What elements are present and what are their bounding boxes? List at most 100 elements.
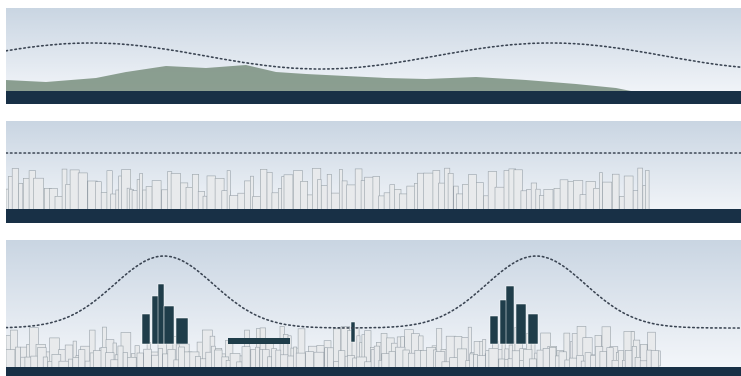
- building: [327, 347, 334, 369]
- building: [389, 184, 395, 212]
- building: [526, 189, 532, 212]
- dark-tower: [489, 315, 499, 345]
- dotted-height-profile: [6, 255, 741, 329]
- building: [267, 356, 273, 369]
- building: [650, 350, 660, 369]
- building: [599, 172, 603, 212]
- building: [162, 353, 169, 369]
- building: [6, 349, 16, 369]
- terrain-hills: [6, 65, 646, 96]
- building: [646, 349, 652, 369]
- building: [139, 173, 143, 212]
- foreground-buildings: [6, 345, 660, 369]
- building: [624, 350, 633, 369]
- building: [110, 359, 119, 369]
- water-strip: [6, 209, 741, 223]
- building: [456, 193, 464, 212]
- building: [338, 350, 346, 369]
- building: [639, 360, 648, 369]
- dark-tower: [505, 285, 515, 345]
- building: [225, 360, 231, 369]
- dark-tower: [527, 313, 539, 345]
- building: [473, 354, 479, 369]
- building: [469, 353, 474, 369]
- building: [599, 351, 607, 369]
- building: [477, 355, 486, 369]
- building: [68, 358, 73, 369]
- building: [58, 360, 69, 369]
- building: [645, 170, 650, 212]
- building: [326, 173, 332, 212]
- building: [417, 172, 425, 212]
- building: [634, 357, 641, 369]
- building: [364, 176, 375, 212]
- building: [637, 167, 643, 212]
- building: [407, 352, 416, 369]
- building: [388, 351, 396, 369]
- building: [370, 349, 375, 369]
- dark-tower: [175, 317, 189, 345]
- dark-low-band: [228, 338, 290, 344]
- panel-terrain: [6, 8, 741, 104]
- building: [77, 172, 88, 212]
- building: [151, 180, 162, 212]
- building: [423, 172, 434, 212]
- building: [559, 179, 569, 212]
- building: [381, 353, 390, 369]
- building: [131, 190, 138, 212]
- building: [136, 352, 144, 369]
- dark-tower: [157, 283, 165, 345]
- building: [255, 346, 260, 369]
- dark-tower: [515, 303, 527, 345]
- building: [611, 173, 620, 212]
- building: [178, 346, 185, 369]
- building: [280, 354, 289, 369]
- building: [488, 348, 499, 369]
- two-peak-city-skyline-illustration: [6, 240, 741, 376]
- water-strip: [6, 91, 741, 104]
- building: [170, 173, 181, 212]
- building: [313, 351, 325, 369]
- building: [158, 348, 163, 369]
- building: [195, 356, 201, 369]
- panel-uniform-city: [6, 121, 741, 223]
- building: [447, 172, 454, 212]
- building: [549, 347, 557, 369]
- building: [127, 357, 137, 369]
- building: [529, 358, 537, 369]
- building: [241, 346, 251, 369]
- terrain-skyline-illustration: [6, 8, 741, 104]
- building: [494, 186, 505, 212]
- building: [456, 348, 467, 369]
- building: [341, 180, 348, 212]
- building: [538, 195, 545, 212]
- building: [542, 348, 550, 369]
- building: [330, 192, 341, 212]
- building: [202, 195, 208, 212]
- building: [305, 351, 314, 369]
- building: [623, 175, 634, 212]
- building: [11, 168, 19, 212]
- dark-tower: [141, 313, 151, 345]
- building: [260, 168, 268, 212]
- building: [467, 174, 477, 212]
- building: [584, 352, 592, 369]
- building: [283, 174, 294, 212]
- building: [602, 181, 613, 212]
- building: [33, 177, 44, 212]
- building: [317, 179, 322, 212]
- building: [95, 181, 102, 212]
- building: [78, 349, 86, 369]
- building: [214, 349, 223, 369]
- building: [300, 181, 308, 212]
- building: [475, 182, 484, 212]
- building: [275, 349, 282, 369]
- building: [117, 345, 124, 369]
- uniform-city-skyline-illustration: [6, 121, 741, 223]
- building: [69, 169, 80, 212]
- building: [192, 174, 200, 212]
- building: [543, 189, 554, 212]
- dark-tower: [350, 321, 356, 343]
- building: [143, 348, 152, 369]
- building: [42, 356, 48, 369]
